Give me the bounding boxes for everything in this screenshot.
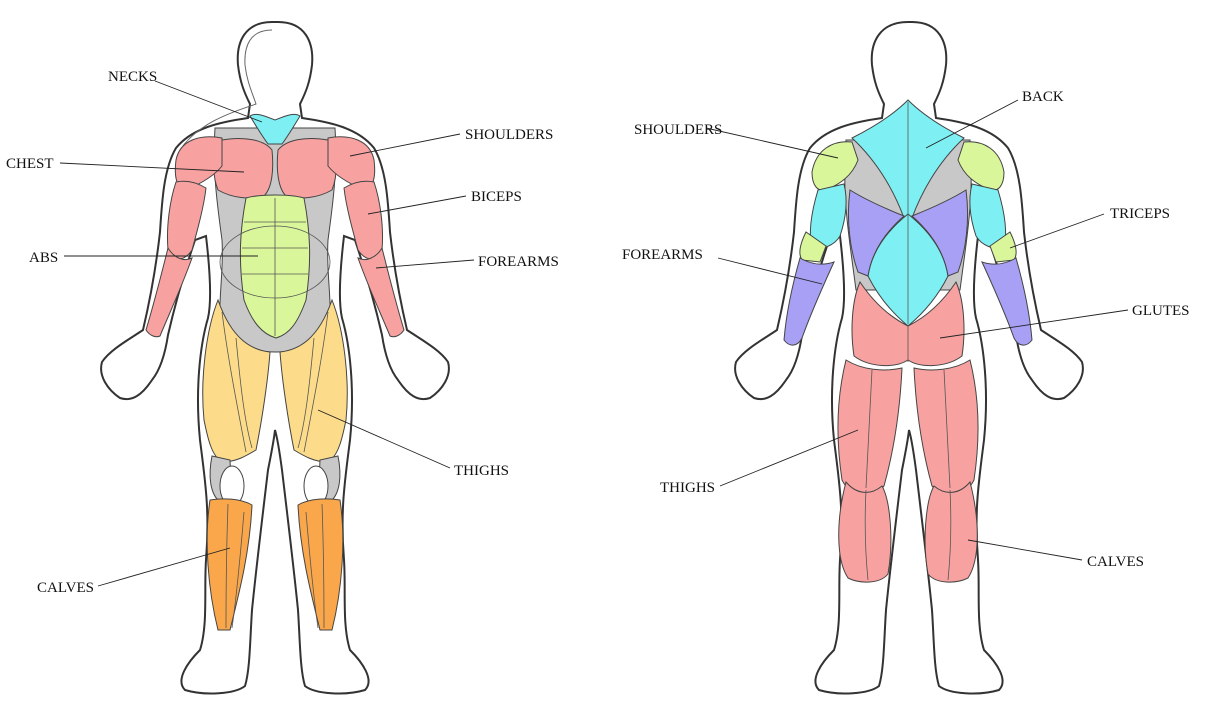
front-forearm-left: [145, 246, 193, 338]
label-back-calves: CALVES: [1087, 554, 1144, 570]
back-calf-left: [838, 480, 892, 583]
label-front-calves: CALVES: [37, 580, 94, 596]
label-back-glutes: GLUTES: [1132, 303, 1190, 319]
label-front-shoulders: SHOULDERS: [465, 127, 553, 143]
back-labels: SHOULDERS FOREARMS THIGHS BACK TRICEPS G…: [622, 89, 1190, 570]
front-calf-right: [297, 498, 344, 631]
front-neck-muscle: [249, 113, 301, 145]
front-forearm-right: [357, 246, 405, 338]
leader-calves-front: [97, 547, 231, 587]
leader-forearms-front: [375, 259, 475, 269]
front-calf-left: [206, 498, 253, 631]
leader-shoulders-back: [705, 127, 839, 159]
front-oblique-ring: [219, 225, 331, 299]
front-abs-seams: [242, 198, 308, 336]
leader-back: [925, 99, 1019, 149]
front-thigh-left: [202, 298, 271, 463]
back-forearm-left: [783, 257, 835, 346]
leader-chest-front: [59, 162, 245, 173]
label-front-biceps: BICEPS: [471, 189, 522, 205]
front-chest-left: [213, 137, 274, 199]
leader-forearms-back: [717, 257, 823, 285]
leader-thighs-back: [719, 429, 859, 487]
leader-biceps: [367, 195, 467, 215]
front-figure: [100, 21, 450, 695]
label-back-shoulders: SHOULDERS: [634, 122, 722, 138]
label-back-back: BACK: [1022, 89, 1064, 105]
leader-triceps: [1009, 213, 1105, 249]
back-elbow-right: [989, 231, 1017, 263]
front-thigh-seams: [221, 311, 329, 453]
leader-thighs-front: [317, 409, 451, 469]
back-tricep-right: [969, 183, 1007, 249]
back-glutes: [851, 280, 965, 366]
label-front-chest: CHEST: [6, 156, 54, 172]
leader-shoulders-front: [349, 133, 461, 157]
back-calf-right: [924, 480, 978, 583]
label-front-abs: ABS: [29, 250, 58, 266]
leader-calves-back: [967, 539, 1083, 561]
back-tricep-left: [809, 183, 847, 249]
label-front-necks: NECKS: [108, 69, 157, 85]
back-elbow-left: [799, 231, 827, 263]
front-bicep-left: [167, 180, 207, 260]
back-shoulder-right: [957, 141, 1005, 191]
front-thigh-right: [279, 298, 348, 463]
label-back-thighs: THIGHS: [660, 480, 715, 496]
back-lat-right: [911, 189, 969, 277]
leader-necks: [154, 80, 263, 123]
back-forearm-right: [981, 257, 1033, 346]
back-thigh-left: [837, 359, 903, 497]
front-labels: NECKS CHEST ABS CALVES SHOULDERS BICEPS …: [6, 69, 559, 596]
front-chest-right: [276, 137, 337, 199]
leader-lines: [59, 80, 1129, 587]
back-calf-seams: [864, 489, 952, 581]
back-thigh-right: [913, 359, 979, 497]
leader-glutes: [939, 309, 1129, 339]
front-calf-seams: [225, 503, 325, 629]
label-back-triceps: TRICEPS: [1110, 206, 1170, 222]
label-back-forearms: FOREARMS: [622, 247, 703, 263]
front-bicep-right: [343, 180, 383, 260]
back-lat-left: [847, 189, 905, 277]
label-front-thighs: THIGHS: [454, 463, 509, 479]
back-figure: [734, 21, 1084, 695]
back-shoulder-left: [811, 141, 859, 191]
label-front-forearms: FOREARMS: [478, 254, 559, 270]
back-thigh-seams: [865, 369, 951, 489]
front-inner-outline: [179, 29, 273, 151]
